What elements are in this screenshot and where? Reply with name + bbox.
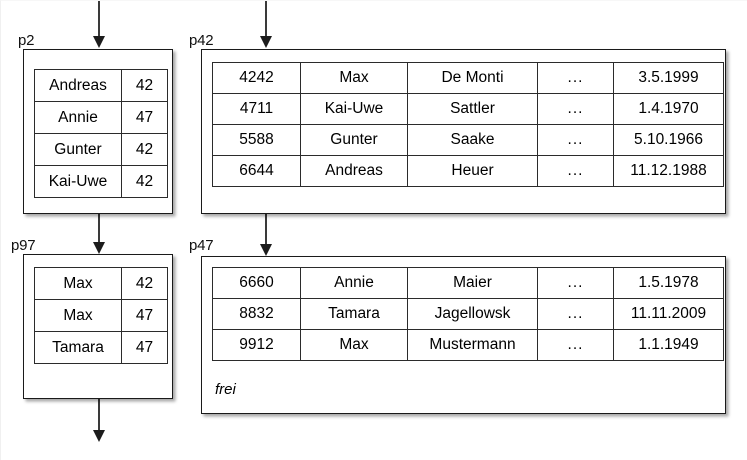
- data-ellipsis-cell: ...: [537, 298, 614, 330]
- data-date-cell: 1.4.1970: [613, 93, 724, 125]
- index-table-p97: Max 42 Max 47 Tamara 47: [34, 267, 168, 364]
- data-lastname-cell: Jagellowsk: [407, 298, 538, 330]
- index-key-cell: Max: [34, 299, 122, 332]
- data-date-cell: 5.10.1966: [613, 124, 724, 156]
- table-row: Max 47: [34, 299, 168, 332]
- index-value-cell: 47: [121, 101, 168, 134]
- index-key-cell: Kai-Uwe: [34, 165, 122, 198]
- data-firstname-cell: Annie: [300, 267, 408, 299]
- data-ellipsis-cell: ...: [537, 329, 614, 361]
- arrow-p42-to-p47-head: [259, 244, 272, 256]
- arrow-into-p42-line: [265, 1, 267, 38]
- data-id-cell: 4711: [212, 93, 301, 125]
- data-ellipsis-cell: ...: [537, 155, 614, 187]
- table-row: Annie 47: [34, 101, 168, 134]
- table-row: Tamara 47: [34, 331, 168, 364]
- data-lastname-cell: Heuer: [407, 155, 538, 187]
- data-firstname-cell: Andreas: [300, 155, 408, 187]
- index-value-cell: 42: [121, 267, 168, 300]
- data-table-p47: 6660 Annie Maier ... 1.5.1978 8832 Tamar…: [212, 267, 724, 361]
- table-row: 4711 Kai-Uwe Sattler ... 1.4.1970: [212, 93, 724, 125]
- arrow-p42-to-p47-line: [265, 214, 267, 246]
- index-key-cell: Annie: [34, 101, 122, 134]
- data-ellipsis-cell: ...: [537, 267, 614, 299]
- arrow-p2-to-p97-line: [98, 214, 100, 244]
- page-label-p42: p42: [189, 32, 214, 49]
- table-row: Andreas 42: [34, 69, 168, 102]
- index-value-cell: 42: [121, 133, 168, 166]
- index-key-cell: Tamara: [34, 331, 122, 364]
- index-value-cell: 47: [121, 299, 168, 332]
- table-row: 9912 Max Mustermann ... 1.1.1949: [212, 329, 724, 361]
- data-date-cell: 1.5.1978: [613, 267, 724, 299]
- arrow-into-p2-line: [98, 1, 100, 38]
- table-row: 4242 Max De Monti ... 3.5.1999: [212, 62, 724, 94]
- index-value-cell: 47: [121, 331, 168, 364]
- arrow-p2-to-p97-head: [92, 242, 105, 254]
- data-lastname-cell: De Monti: [407, 62, 538, 94]
- data-id-cell: 5588: [212, 124, 301, 156]
- table-row: 6644 Andreas Heuer ... 11.12.1988: [212, 155, 724, 187]
- arrow-into-p42-head: [259, 36, 272, 48]
- table-row: 6660 Annie Maier ... 1.5.1978: [212, 267, 724, 299]
- table-row: 8832 Tamara Jagellowsk ... 11.11.2009: [212, 298, 724, 330]
- index-key-cell: Andreas: [34, 69, 122, 102]
- table-row: Max 42: [34, 267, 168, 300]
- index-table-p2: Andreas 42 Annie 47 Gunter 42 Kai-Uwe 42: [34, 69, 168, 198]
- data-ellipsis-cell: ...: [537, 93, 614, 125]
- data-id-cell: 6644: [212, 155, 301, 187]
- data-firstname-cell: Max: [300, 62, 408, 94]
- index-value-cell: 42: [121, 69, 168, 102]
- data-id-cell: 9912: [212, 329, 301, 361]
- data-date-cell: 1.1.1949: [613, 329, 724, 361]
- data-date-cell: 11.12.1988: [613, 155, 724, 187]
- data-id-cell: 8832: [212, 298, 301, 330]
- index-key-cell: Gunter: [34, 133, 122, 166]
- page-label-p2: p2: [18, 32, 35, 49]
- arrow-out-of-p97-head: [92, 430, 105, 442]
- data-firstname-cell: Tamara: [300, 298, 408, 330]
- table-row: 5588 Gunter Saake ... 5.10.1966: [212, 124, 724, 156]
- free-space-label: frei: [215, 381, 236, 398]
- data-lastname-cell: Maier: [407, 267, 538, 299]
- index-value-cell: 42: [121, 165, 168, 198]
- data-ellipsis-cell: ...: [537, 62, 614, 94]
- data-lastname-cell: Saake: [407, 124, 538, 156]
- table-row: Gunter 42: [34, 133, 168, 166]
- data-ellipsis-cell: ...: [537, 124, 614, 156]
- data-lastname-cell: Mustermann: [407, 329, 538, 361]
- data-id-cell: 6660: [212, 267, 301, 299]
- data-firstname-cell: Gunter: [300, 124, 408, 156]
- data-firstname-cell: Max: [300, 329, 408, 361]
- data-date-cell: 3.5.1999: [613, 62, 724, 94]
- index-key-cell: Max: [34, 267, 122, 300]
- data-firstname-cell: Kai-Uwe: [300, 93, 408, 125]
- page-label-p97: p97: [11, 237, 36, 254]
- arrow-into-p2-head: [92, 36, 105, 48]
- table-row: Kai-Uwe 42: [34, 165, 168, 198]
- data-date-cell: 11.11.2009: [613, 298, 724, 330]
- page-label-p47: p47: [189, 237, 214, 254]
- data-table-p42: 4242 Max De Monti ... 3.5.1999 4711 Kai-…: [212, 62, 724, 187]
- data-id-cell: 4242: [212, 62, 301, 94]
- arrow-out-of-p97-line: [98, 399, 100, 432]
- data-lastname-cell: Sattler: [407, 93, 538, 125]
